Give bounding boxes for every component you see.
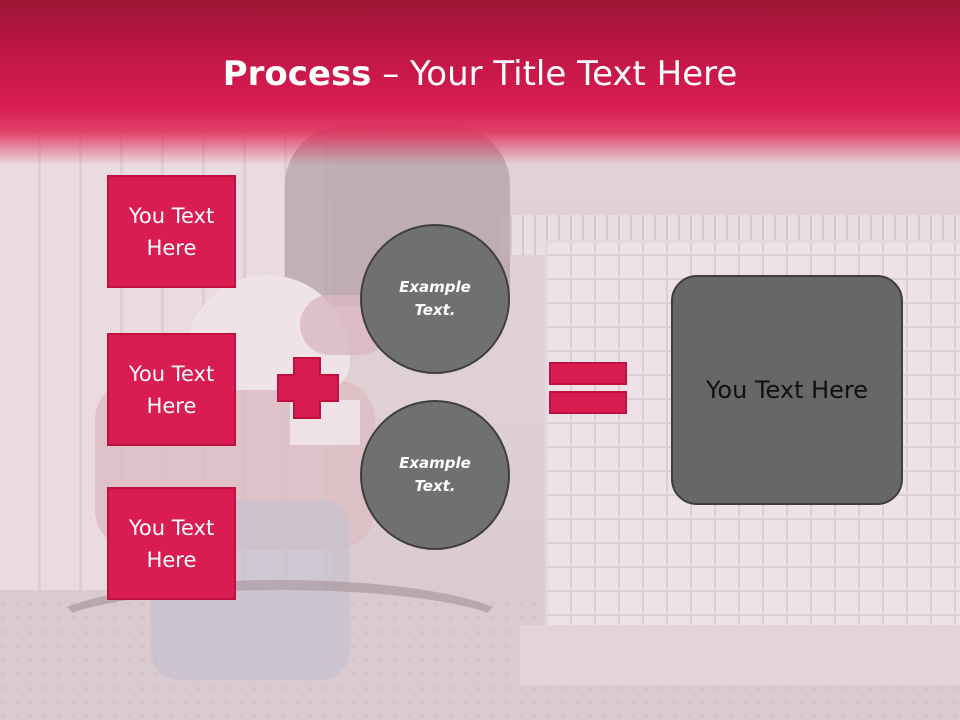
title-rest: – Your Title Text Here — [371, 54, 738, 94]
text-box-1[interactable]: You Text Here — [107, 175, 236, 288]
text-box-label: You Text Here — [128, 203, 215, 260]
text-box-label: You Text Here — [128, 515, 215, 572]
text-box-label: You Text Here — [128, 361, 215, 418]
circle-label: Example Text. — [399, 454, 471, 495]
example-circle-2[interactable]: Example Text. — [360, 400, 510, 550]
text-box-3[interactable]: You Text Here — [107, 487, 236, 600]
text-box-2[interactable]: You Text Here — [107, 333, 236, 446]
circle-label: Example Text. — [399, 278, 471, 319]
title-bold: Process — [222, 54, 372, 94]
example-circle-1[interactable]: Example Text. — [360, 224, 510, 374]
result-box[interactable]: You Text Here — [671, 275, 903, 505]
result-label: You Text Here — [705, 376, 869, 404]
slide-title: Process – Your Title Text Here — [0, 52, 960, 96]
title-banner — [0, 0, 960, 165]
